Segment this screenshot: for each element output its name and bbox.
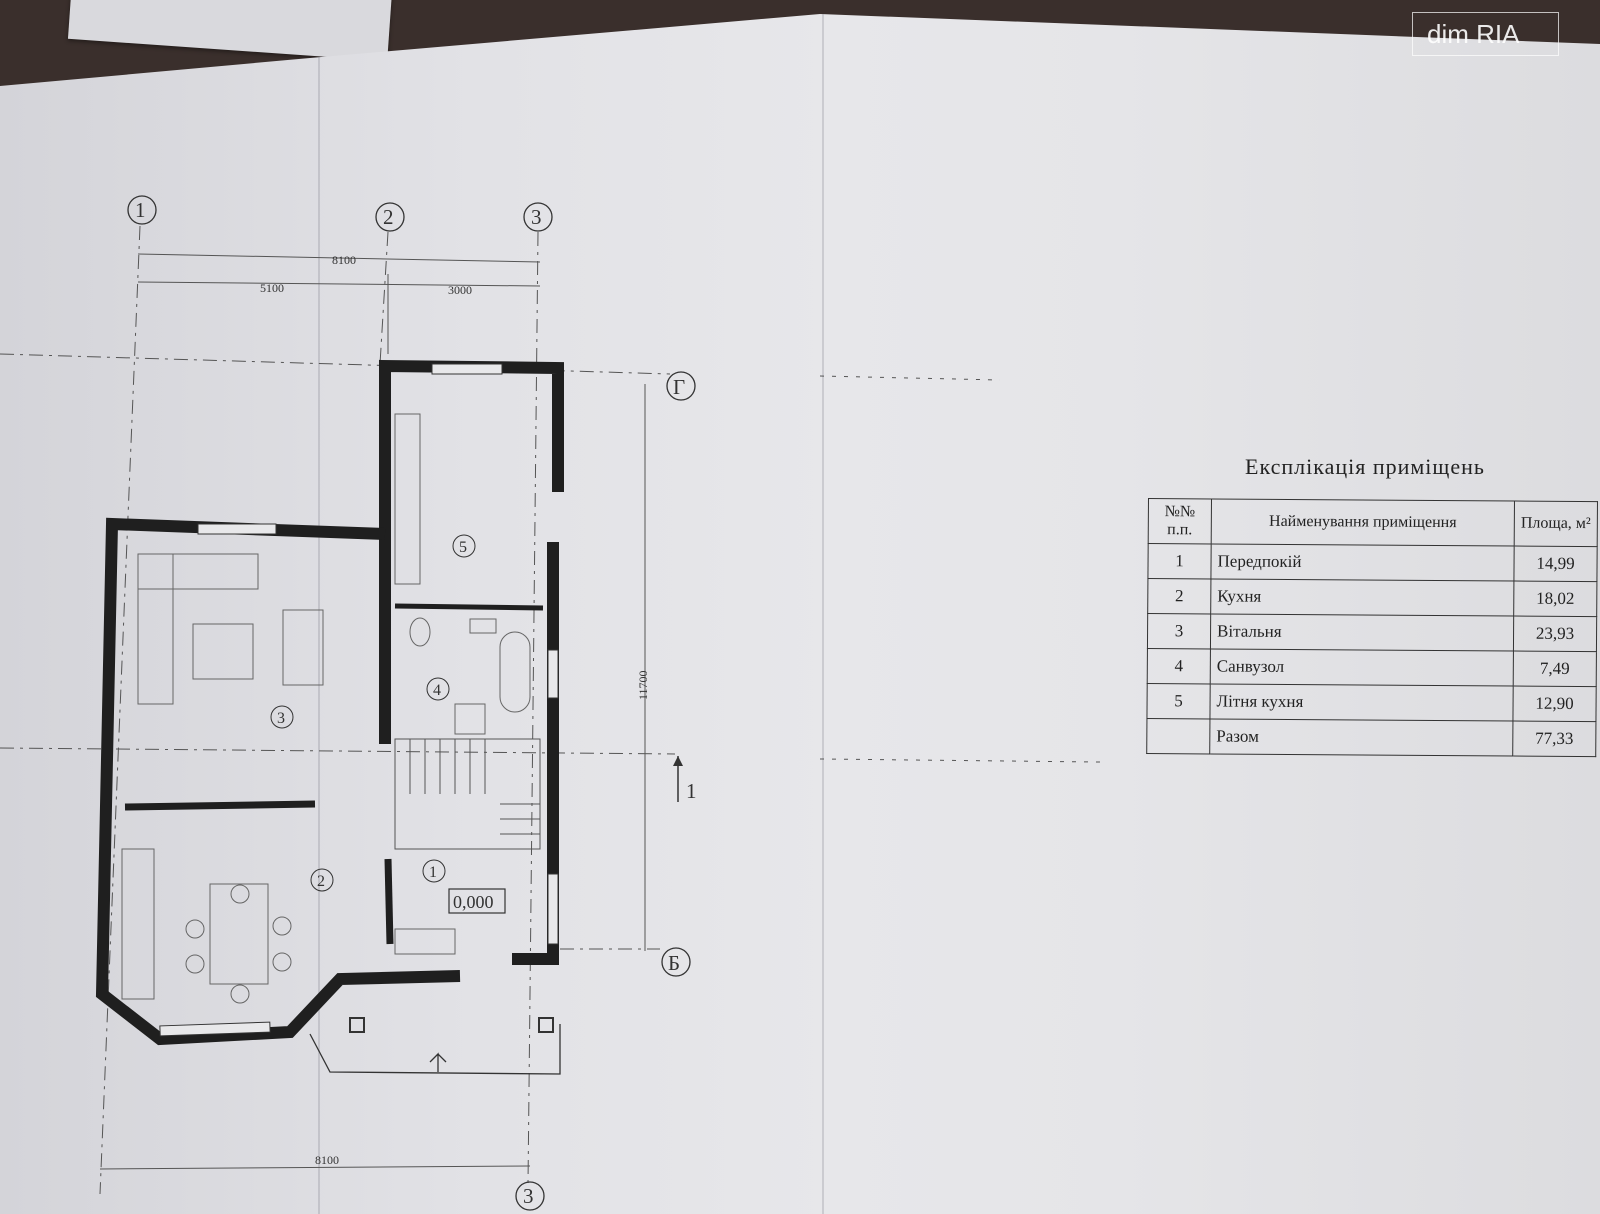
wall-right xyxy=(512,542,559,965)
axis-line-2 xyxy=(379,231,389,365)
explication-title: Експлікація приміщень xyxy=(1245,454,1485,479)
room-number-3: 3 xyxy=(277,710,285,727)
floor-plan-drawing: 1 2 3 Г Б 3 8100 5100 3000 11700 8100 1 xyxy=(0,195,1101,1211)
dimension-top-left: 5100 xyxy=(260,281,284,295)
explication-table: №№ п.п. Найменування приміщення Площа, м… xyxy=(1146,498,1598,757)
wall-outer-left xyxy=(95,517,461,1046)
watermark-logo: dim RIA xyxy=(1412,12,1559,56)
wall-summer-kitchen xyxy=(379,359,564,744)
axis-label-b: Б xyxy=(668,951,680,975)
header-num: №№ п.п. xyxy=(1148,498,1212,544)
level-mark: 0,000 xyxy=(453,892,494,912)
room-number-5: 5 xyxy=(459,539,467,556)
axis-marker-1 xyxy=(127,195,157,225)
header-area: Площа, м² xyxy=(1514,501,1598,547)
table-row: 3 Вітальня 23,93 xyxy=(1147,613,1597,652)
room-number-4: 4 xyxy=(433,682,441,699)
axis-label-2: 2 xyxy=(383,205,394,229)
table-row: 1 Передпокій 14,99 xyxy=(1147,543,1598,582)
table-row: 4 Санвузол 7,49 xyxy=(1147,648,1597,687)
paper-scrap xyxy=(67,0,393,62)
floor-plan-sheet: 1 2 3 Г Б 3 8100 5100 3000 11700 8100 1 xyxy=(0,14,1600,1214)
fold-line xyxy=(318,14,320,1214)
table-row: 5 Літня кухня 12,90 xyxy=(1146,683,1597,722)
fold-line xyxy=(822,14,824,1214)
axis-marker-b xyxy=(661,947,691,977)
table-row: 2 Кухня 18,02 xyxy=(1147,578,1597,617)
axis-label-3: 3 xyxy=(531,205,542,229)
axis-label-3-bottom: 3 xyxy=(523,1184,534,1208)
dimension-side: 11700 xyxy=(636,670,650,700)
axis-line-1 xyxy=(99,225,141,1195)
axis-label-g: Г xyxy=(673,375,685,399)
header-name: Найменування приміщення xyxy=(1211,498,1515,547)
dimension-top-right: 3000 xyxy=(448,283,472,297)
axis-line-g xyxy=(0,353,671,375)
dimension-top-total: 8100 xyxy=(332,253,356,267)
dimension-bottom-total: 8100 xyxy=(315,1153,339,1167)
axis-label-1: 1 xyxy=(135,198,146,222)
room-number-1: 1 xyxy=(429,864,437,881)
room-number-2: 2 xyxy=(317,873,325,890)
section-mark-label: 1 xyxy=(686,779,697,803)
axis-line-section xyxy=(0,747,676,755)
axis-marker-2 xyxy=(375,202,405,232)
axis-marker-g xyxy=(666,371,696,401)
axis-line-3 xyxy=(527,231,539,1185)
table-total-row: Разом 77,33 xyxy=(1146,718,1596,757)
axis-marker-3 xyxy=(523,202,553,232)
